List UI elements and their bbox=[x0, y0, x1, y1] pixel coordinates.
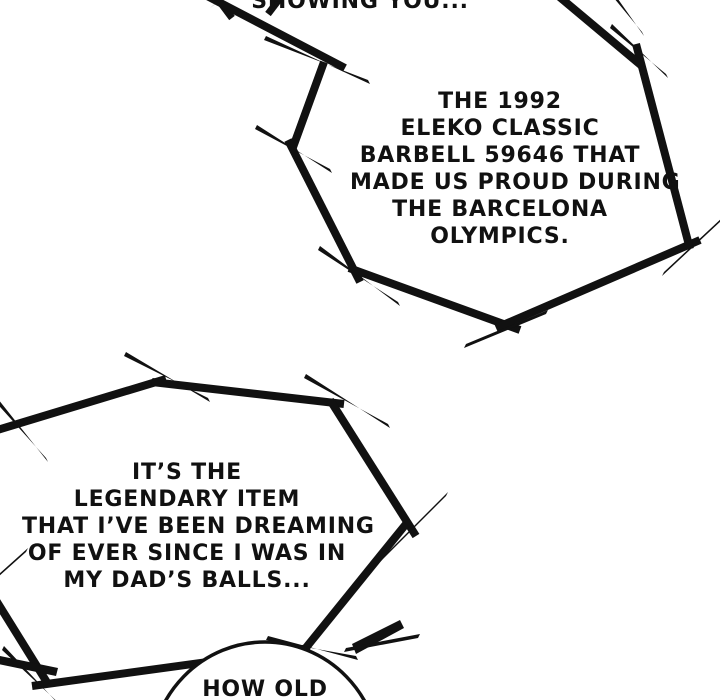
bubble-1-outline bbox=[206, 0, 702, 334]
bubble-3-outline bbox=[163, 640, 367, 700]
bubble-3-text: HOW OLD bbox=[202, 677, 328, 700]
bubble-1-vertex-flourishes bbox=[255, 0, 720, 348]
bubble-3-connectors bbox=[0, 620, 420, 676]
bubble-top-cut-text: SHOWING YOU... bbox=[251, 0, 469, 14]
bubble-1-text: THE 1992 ELEKO CLASSIC BARBELL 59646 THA… bbox=[350, 89, 681, 249]
bubble-2-text: IT’S THE LEGENDARY ITEM THAT I’VE BEEN D… bbox=[22, 460, 375, 593]
